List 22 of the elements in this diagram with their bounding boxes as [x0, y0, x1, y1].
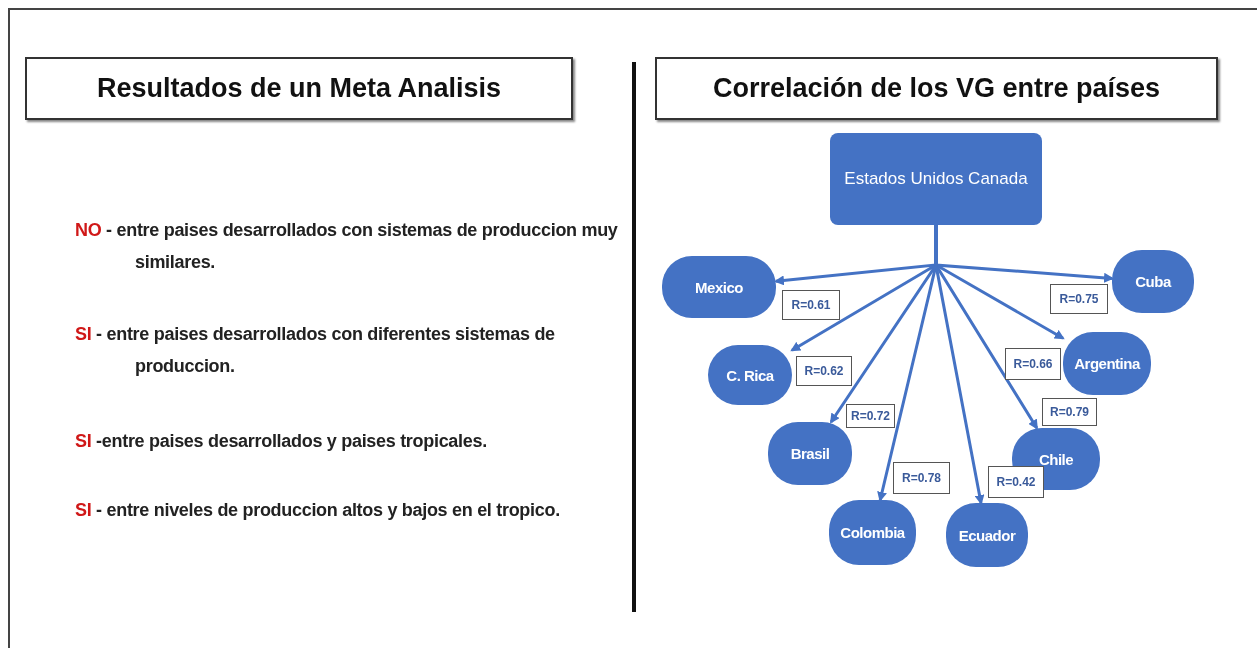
note-text: NO - entre paises desarrollados con sistemas de produccion muy similares. [75, 219, 619, 274]
note-text: SI - entre paises desarrollados con diferentes sistemas de produccion. [75, 323, 556, 378]
rounded-node: C. Rica [708, 345, 792, 405]
rounded-node: Argentina [1063, 332, 1151, 395]
edge-label: R=0.72 [846, 404, 895, 428]
edge-label: R=0.62 [796, 356, 852, 386]
edge-label: R=0.78 [893, 462, 950, 494]
rounded-node: Mexico [662, 256, 776, 318]
edge-label: R=0.79 [1042, 398, 1097, 426]
note-text: SI - entre niveles de produccion altos y bajos en el tropico. [75, 499, 561, 522]
edge-label: R=0.61 [782, 290, 840, 320]
rounded-node: Ecuador [946, 503, 1028, 567]
rounded-node: Colombia [829, 500, 916, 565]
heading-box: Correlación de los VG entre países [655, 57, 1218, 120]
edge-label: R=0.42 [988, 466, 1044, 498]
edge-label: R=0.66 [1005, 348, 1061, 380]
process-box: Estados Unidos Canada [830, 133, 1042, 225]
rounded-node: Cuba [1112, 250, 1194, 313]
heading-box: Resultados de un Meta Analisis [25, 57, 573, 120]
edge-label: R=0.75 [1050, 284, 1108, 314]
rounded-node: Brasil [768, 422, 852, 485]
note-text: SI -entre paises desarrollados y paises tropicales. [75, 430, 488, 453]
